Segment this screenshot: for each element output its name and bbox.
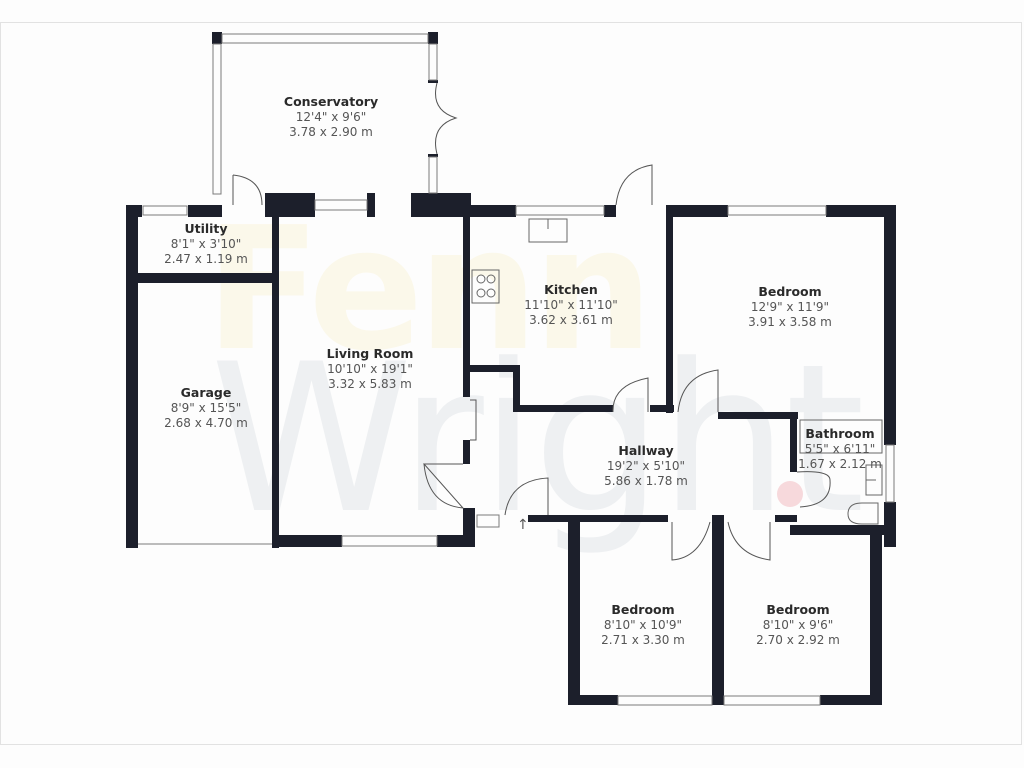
room-name: Living Room: [326, 346, 414, 361]
room-metric: 2.71 x 3.30 m: [601, 633, 685, 647]
room-metric: 3.32 x 5.83 m: [328, 377, 412, 391]
room-bathroom: Bathroom 5'5" x 6'11" 1.67 x 2.12 m: [798, 426, 882, 472]
room-name: Bedroom: [758, 284, 822, 299]
bathroom-logo-mark: [777, 481, 803, 507]
walls: [126, 32, 896, 705]
room-metric: 3.78 x 2.90 m: [289, 125, 373, 139]
room-name: Bedroom: [766, 602, 830, 617]
room-name: Bedroom: [611, 602, 675, 617]
room-imperial: 19'2" x 5'10": [606, 459, 686, 473]
room-imperial: 11'10" x 11'10": [524, 298, 618, 312]
room-metric: 5.86 x 1.78 m: [604, 474, 688, 488]
plan-frame: [0, 22, 1022, 745]
room-metric: 2.68 x 4.70 m: [164, 416, 248, 430]
room-imperial: 8'10" x 10'9": [603, 618, 683, 632]
room-metric: 2.47 x 1.19 m: [164, 252, 248, 266]
fixtures: [471, 218, 883, 525]
room-metric: 1.67 x 2.12 m: [798, 457, 882, 471]
room-imperial: 8'1" x 3'10": [170, 237, 242, 251]
room-name: Hallway: [618, 443, 674, 458]
room-name: Utility: [184, 221, 228, 236]
room-imperial: 8'10" x 9'6": [762, 618, 834, 632]
room-hallway: Hallway 19'2" x 5'10" 5.86 x 1.78 m: [604, 443, 688, 489]
room-living-room: Living Room 10'10" x 19'1" 3.32 x 5.83 m: [327, 346, 414, 392]
room-bedroom-1: Bedroom 12'9" x 11'9" 3.91 x 3.58 m: [748, 284, 832, 330]
room-metric: 3.62 x 3.61 m: [529, 313, 613, 327]
room-metric: 3.91 x 3.58 m: [748, 315, 832, 329]
room-garage: Garage 8'9" x 15'5" 2.68 x 4.70 m: [164, 385, 248, 431]
room-imperial: 5'5" x 6'11": [804, 442, 876, 456]
room-metric: 2.70 x 2.92 m: [756, 633, 840, 647]
room-name: Kitchen: [544, 282, 598, 297]
room-kitchen: Kitchen 11'10" x 11'10" 3.62 x 3.61 m: [524, 282, 617, 328]
room-conservatory: Conservatory 12'4" x 9'6" 3.78 x 2.90 m: [284, 94, 378, 140]
door-swings: [232, 82, 831, 561]
room-name: Garage: [180, 385, 232, 400]
windows: [138, 33, 895, 706]
room-imperial: 12'4" x 9'6": [295, 110, 367, 124]
room-name: Conservatory: [283, 94, 379, 109]
room-bedroom-3: Bedroom 8'10" x 9'6" 2.70 x 2.92 m: [756, 602, 840, 648]
room-imperial: 8'9" x 15'5": [170, 401, 242, 415]
room-imperial: 12'9" x 11'9": [750, 300, 830, 314]
room-imperial: 10'10" x 19'1": [327, 362, 413, 376]
room-name: Bathroom: [805, 426, 875, 441]
room-bedroom-2: Bedroom 8'10" x 10'9" 2.71 x 3.30 m: [601, 602, 685, 648]
room-utility: Utility 8'1" x 3'10" 2.47 x 1.19 m: [164, 221, 248, 267]
